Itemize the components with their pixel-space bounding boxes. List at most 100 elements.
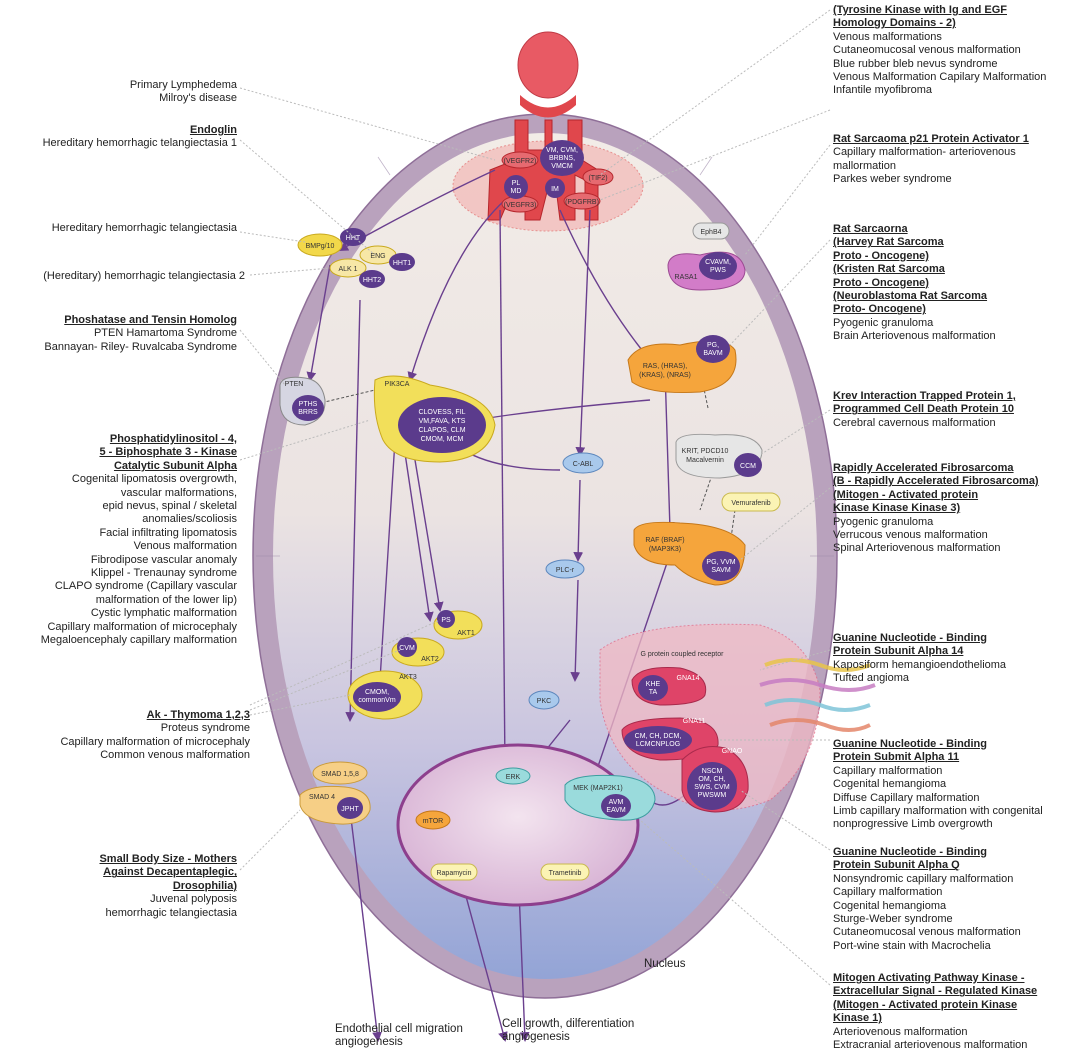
annotation-heading: (Kristen Rat Sarcoma	[833, 263, 996, 276]
annotation-line: (Hereditary) hemorrhagic telangiectasia …	[43, 270, 245, 283]
node-cvavm: CVAVM,	[705, 259, 731, 266]
node-eng: ENG	[370, 253, 385, 260]
annotation-line: Capillary malformation	[833, 886, 1021, 899]
node-pik3ca-dis-3: CLAPOS, CLM	[418, 427, 465, 434]
node-bavm: BAVM	[703, 350, 722, 357]
annotation-line: Juvenal polyposis	[99, 893, 237, 906]
ligand	[518, 32, 578, 98]
annotation-heading: Small Body Size - Mothers	[99, 853, 237, 866]
annotation-heading: Krev Interaction Trapped Protein 1,	[833, 390, 1016, 403]
node-pg-vvm: PG, VVM	[706, 559, 735, 566]
node-rasa1: RASA1	[675, 274, 698, 281]
annotation-line: Cutaneomucosal venous malformation	[833, 44, 1046, 57]
node-vegfr3: (VEGFR3)	[504, 202, 537, 209]
annotation-line: Verrucous venous malformation	[833, 529, 1039, 542]
annotation-line: Primary Lymphedema	[130, 79, 237, 92]
annotation-line: Limb capillary malformation with congeni…	[833, 805, 1043, 818]
annotation-line: Diffuse Capillary malformation	[833, 792, 1043, 805]
node-eavm: EAVM	[606, 807, 625, 814]
annotation-heading: Protein Subunit Alpha 14	[833, 645, 1006, 658]
node-pik3ca-dis-4: CMOM, MCM	[421, 436, 464, 443]
annotation-line: Cell growth, dilferentiation	[502, 1018, 634, 1031]
annotation-heading: Programmed Cell Death Protein 10	[833, 403, 1016, 416]
annotation-heading: Endoglin	[43, 124, 237, 137]
annotation-heading: Proto- Oncogene)	[833, 303, 996, 316]
node-cmom: CMOM,	[365, 689, 389, 696]
node-gpcr: G protein coupled receptor	[641, 651, 725, 658]
annotation-line: Nonsyndromic capillary malformation	[833, 873, 1021, 886]
annotation-line: Fibrodipose vascular anomaly	[41, 554, 237, 567]
annotation-primary-lymphedema: Primary Lymphedema Milroy's disease	[130, 79, 237, 106]
annotation-line: Blue rubber bleb nevus syndrome	[833, 58, 1046, 71]
node-gna14: GNA14	[677, 675, 700, 682]
node-vm-cvm: VM, CVM,	[546, 147, 578, 154]
annotation-gnaq: Guanine Nucleotide - Binding Protein Sub…	[833, 846, 1021, 953]
annotation-ras: Rat Sarcaorna (Harvey Rat Sarcoma Proto …	[833, 223, 996, 344]
node-smad158: SMAD 1,5,8	[321, 771, 359, 778]
annotation-line: Megaloencephaly capillary malformation	[41, 634, 237, 647]
annotation-krit: Krev Interaction Trapped Protein 1, Prog…	[833, 390, 1016, 430]
annotation-hht: Hereditary hemorrhagic telangiectasia	[52, 222, 237, 235]
node-jpht: JPHT	[341, 806, 359, 813]
annotation-line: Proteus syndrome	[60, 722, 250, 735]
annotation-heading: (Harvey Rat Sarcoma	[833, 236, 996, 249]
annotation-line: mallormation	[833, 160, 1029, 173]
node-ras-2: (KRAS), (NRAS)	[639, 372, 691, 379]
annotation-braf: Rapidly Accelerated Fibrosarcoma (B - Ra…	[833, 462, 1039, 556]
annotation-line: Arteriovenous malformation	[833, 1026, 1037, 1039]
annotation-heading: Phosphatidylinositol - 4,	[41, 433, 237, 446]
node-erk: ERK	[506, 774, 521, 781]
annotation-heading: Against Decapentaplegic,	[99, 866, 237, 879]
annotation-heading: 5 - Biphosphate 3 - Kinase	[41, 446, 237, 459]
node-pws: PWS	[710, 267, 726, 274]
annotation-line: vascular malformations,	[41, 487, 237, 500]
node-vegfr2: (VEGFR2)	[504, 158, 537, 165]
node-commonvm: commonVm	[358, 697, 396, 704]
node-akt3: AKT3	[399, 674, 417, 681]
annotation-line: Port-wine stain with Macrochelia	[833, 940, 1021, 953]
annotation-line: Venous Malformation Capilary Malformatio…	[833, 71, 1046, 84]
annotation-heading: (Neuroblastoma Rat Sarcoma	[833, 290, 996, 303]
annotation-line: hemorrhagic telangiectasia	[99, 907, 237, 920]
annotation-line: Cogenital hemangioma	[833, 900, 1021, 913]
node-gna11: GNA11	[683, 718, 706, 725]
node-krit-2: Macalvernin	[686, 457, 724, 464]
annotation-smad: Small Body Size - Mothers Against Decape…	[99, 853, 237, 920]
annotation-pik3ca: Phosphatidylinositol - 4, 5 - Biphosphat…	[41, 433, 237, 648]
node-pkc: PKC	[537, 698, 551, 705]
annotation-heading: Protein Subunit Alpha Q	[833, 859, 1021, 872]
node-trametinib: Trametinib	[549, 870, 582, 877]
node-pik3ca-dis-1: CLOVESS, FIL	[418, 409, 465, 416]
annotation-line: Milroy's disease	[130, 92, 237, 105]
annotation-line: CLAPO syndrome (Capillary vascular	[41, 580, 237, 593]
annotation-line: Cogenital hemangioma	[833, 778, 1043, 791]
node-pths: PTHS	[299, 401, 318, 408]
annotation-line: malformation of the lower lip)	[41, 594, 237, 607]
annotation-line: epid nevus, spinal / skeletal	[41, 500, 237, 513]
annotation-heading: Kinase 1)	[833, 1012, 1037, 1025]
annotation-gna14: Guanine Nucleotide - Binding Protein Sub…	[833, 632, 1006, 686]
annotation-line: Parkes weber syndrome	[833, 173, 1029, 186]
node-rapamycin: Rapamycin	[436, 870, 471, 877]
annotation-line: Infantile myofibroma	[833, 84, 1046, 97]
annotation-heading: Guanine Nucleotide - Binding	[833, 738, 1043, 751]
annotation-heading: Phoshatase and Tensin Homolog	[44, 314, 237, 327]
annotation-line: Brain Arteriovenous malformation	[833, 330, 996, 343]
annotation-heading: Protein Submit Alpha 11	[833, 751, 1043, 764]
node-pdgfrb: (PDGFRB)	[565, 199, 599, 206]
node-gnao: GNAO	[722, 748, 743, 755]
annotation-line: anomalies/scoliosis	[41, 513, 237, 526]
annotation-line: angiogenesis	[335, 1036, 463, 1049]
node-pten: PTEN	[285, 381, 304, 388]
annotation-heading: Homology Domains - 2)	[833, 17, 1046, 30]
annotation-pten: Phoshatase and Tensin Homolog PTEN Hamar…	[44, 314, 237, 354]
annotation-cell-growth: Cell growth, dilferentiation angiogenesi…	[502, 1018, 634, 1045]
annotation-endothelial-migration: Endothelial cell migration angiogenesis	[335, 1023, 463, 1050]
annotation-line: Cogenital lipomatosis overgrowth,	[41, 473, 237, 486]
node-pik3ca-dis-2: VM,FAVA, KTS	[419, 418, 466, 425]
node-tif2: (TIF2)	[588, 175, 607, 182]
node-md: MD	[511, 188, 522, 195]
annotation-heading: Catalytic Subunit Alpha	[41, 460, 237, 473]
node-pg: PG,	[707, 342, 719, 349]
node-gnao-dis-3: SWS, CVM	[694, 784, 730, 791]
